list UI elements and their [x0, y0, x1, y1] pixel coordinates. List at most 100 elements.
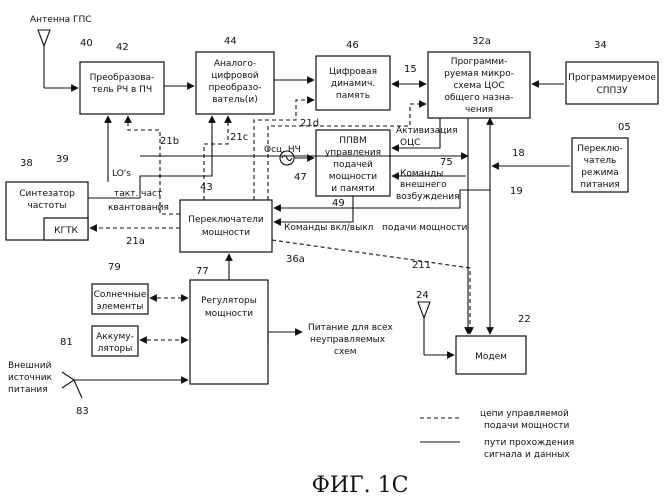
ref-77: 77: [196, 266, 209, 277]
adc-line1: Аналого-: [214, 59, 256, 69]
synth-line1: Синтезатор: [19, 189, 75, 199]
mode-line2: чатель: [584, 156, 617, 166]
figure-caption: ФИГ. 1С: [312, 473, 409, 498]
ref-46: 46: [346, 40, 359, 51]
power-cmd-right: подачи мощности: [382, 223, 468, 233]
adc-line4: ватель(и): [212, 95, 258, 105]
block-solar-cells: Солнечные элементы: [92, 284, 148, 314]
ref-24: 24: [416, 290, 429, 301]
ref-44: 44: [224, 36, 237, 47]
antenna-gps-label: Антенна ГПС: [30, 15, 92, 25]
modem-label: Модем: [475, 352, 507, 362]
gps-antenna-icon: [38, 30, 78, 88]
ref-36a: 36a: [286, 254, 305, 265]
takt-line1: такт. част: [114, 189, 162, 199]
adc-line2: цифровой: [211, 71, 259, 81]
ref-15: 15: [404, 64, 417, 75]
block-batteries: Аккуму- ляторы: [92, 326, 138, 356]
ref-21c: 21c: [230, 132, 248, 143]
block-dsp-chip: Программи- руемая микро- схема ЦОС общег…: [428, 52, 530, 118]
takt-line2: квантования: [108, 203, 169, 213]
mode-line3: режима: [581, 168, 619, 178]
dmem-line1: Цифровая: [329, 67, 377, 77]
ref-38: 38: [20, 158, 33, 169]
ext-source-line2: источник: [8, 373, 53, 383]
ref-49: 49: [332, 198, 345, 209]
block-power-switches: Переключатели мощности: [180, 200, 272, 252]
ext-source-line1: Внешний: [8, 361, 52, 371]
regulators-line2: мощности: [205, 309, 253, 319]
solar-line2: элементы: [97, 302, 144, 312]
adc-line3: преобразо-: [209, 83, 262, 93]
ref-40: 40: [80, 38, 93, 49]
dsp-line4: общего назна-: [445, 93, 514, 103]
ref-21a: 21a: [126, 236, 145, 247]
mode-line1: Переклю-: [577, 144, 623, 154]
block-fpga-power-control: ППВМ управления подачей мощности и памят…: [316, 130, 390, 196]
solar-line1: Солнечные: [94, 290, 147, 300]
ext-source-line3: питания: [8, 385, 48, 395]
block-power-mode-switch: Переклю- чатель режима питания: [572, 138, 628, 192]
kgtk-label: КГТК: [54, 226, 78, 236]
ext-cmd-line3: возбуждения: [396, 192, 460, 202]
legend-solid-line2: сигнала и данных: [484, 450, 570, 460]
modem-antenna-icon: [418, 302, 454, 355]
power-all-line1: Питание для всех: [308, 323, 394, 333]
ref-43: 43: [200, 182, 213, 193]
rf-if-line2: тель РЧ в ПЧ: [92, 85, 152, 95]
mode-line4: питания: [580, 180, 620, 190]
rom-line2: СППЗУ: [596, 86, 628, 96]
ref-83: 83: [76, 406, 89, 417]
battery-line2: ляторы: [98, 344, 133, 354]
ref-18: 18: [512, 148, 525, 159]
ref-21d: 21d: [300, 118, 319, 129]
ref-211: 211: [412, 260, 431, 271]
block-adc: Аналого- цифровой преобразо- ватель(и): [196, 52, 274, 114]
switches-line1: Переключатели: [188, 215, 264, 225]
power-all-line3: схем: [334, 347, 357, 357]
block-power-regulators: Регуляторы мощности: [190, 280, 268, 384]
legend-dash-line2: подачи мощности: [484, 421, 570, 431]
rf-if-line1: Преобразова-: [90, 73, 155, 83]
dsp-line3: схема ЦОС: [453, 81, 504, 91]
power-all-line2: неуправляемых: [310, 335, 386, 345]
ppvm-line1: ППВМ: [339, 136, 366, 146]
legend-solid-line1: пути прохождения: [484, 438, 574, 448]
dsp-line5: чения: [465, 105, 493, 115]
ref-81: 81: [60, 337, 73, 348]
ref-34: 34: [594, 40, 607, 51]
ref-75: 75: [440, 157, 453, 168]
ref-05: 05: [618, 122, 631, 133]
ref-42: 42: [116, 42, 129, 53]
ref-19: 19: [510, 186, 523, 197]
rom-line1: Программируемое: [568, 73, 656, 83]
dmem-line2: динамич.: [331, 79, 375, 89]
ext-cmd-line2: внешнего: [400, 180, 447, 190]
ppvm-line5: и памяти: [331, 184, 375, 194]
dsp-line2: руемая микро-: [444, 69, 514, 79]
ref-32a: 32a: [472, 36, 491, 47]
ref-21b: 21b: [160, 136, 179, 147]
synth-line2: частоты: [28, 201, 67, 211]
block-rf-if-converter: Преобразова- тель РЧ в ПЧ: [80, 62, 164, 114]
ref-79: 79: [108, 262, 121, 273]
activation-line1: Активизация: [396, 126, 458, 136]
legend-dash-line1: цепи управляемой: [480, 409, 569, 419]
osc-nch-label: Осц. НЧ: [264, 145, 301, 155]
block-digital-memory: Цифровая динамич. память: [316, 56, 390, 110]
activation-line2: ОЦС: [400, 138, 420, 148]
block-modem: Модем: [456, 336, 526, 374]
block-eeprom: Программируемое СППЗУ: [566, 62, 658, 104]
power-cmd-left: Команды вкл/выкл: [284, 223, 373, 233]
ppvm-line4: мощности: [329, 172, 377, 182]
ref-39: 39: [56, 154, 69, 165]
dmem-line3: память: [336, 91, 370, 101]
regulators-line1: Регуляторы: [201, 296, 257, 306]
ext-cmd-line1: Команды: [400, 169, 443, 179]
ppvm-line3: подачей: [333, 160, 373, 170]
switches-line2: мощности: [202, 228, 250, 238]
block-frequency-synthesizer: Синтезатор частоты КГТК: [6, 182, 88, 240]
ref-22: 22: [518, 314, 531, 325]
ref-47: 47: [294, 172, 307, 183]
